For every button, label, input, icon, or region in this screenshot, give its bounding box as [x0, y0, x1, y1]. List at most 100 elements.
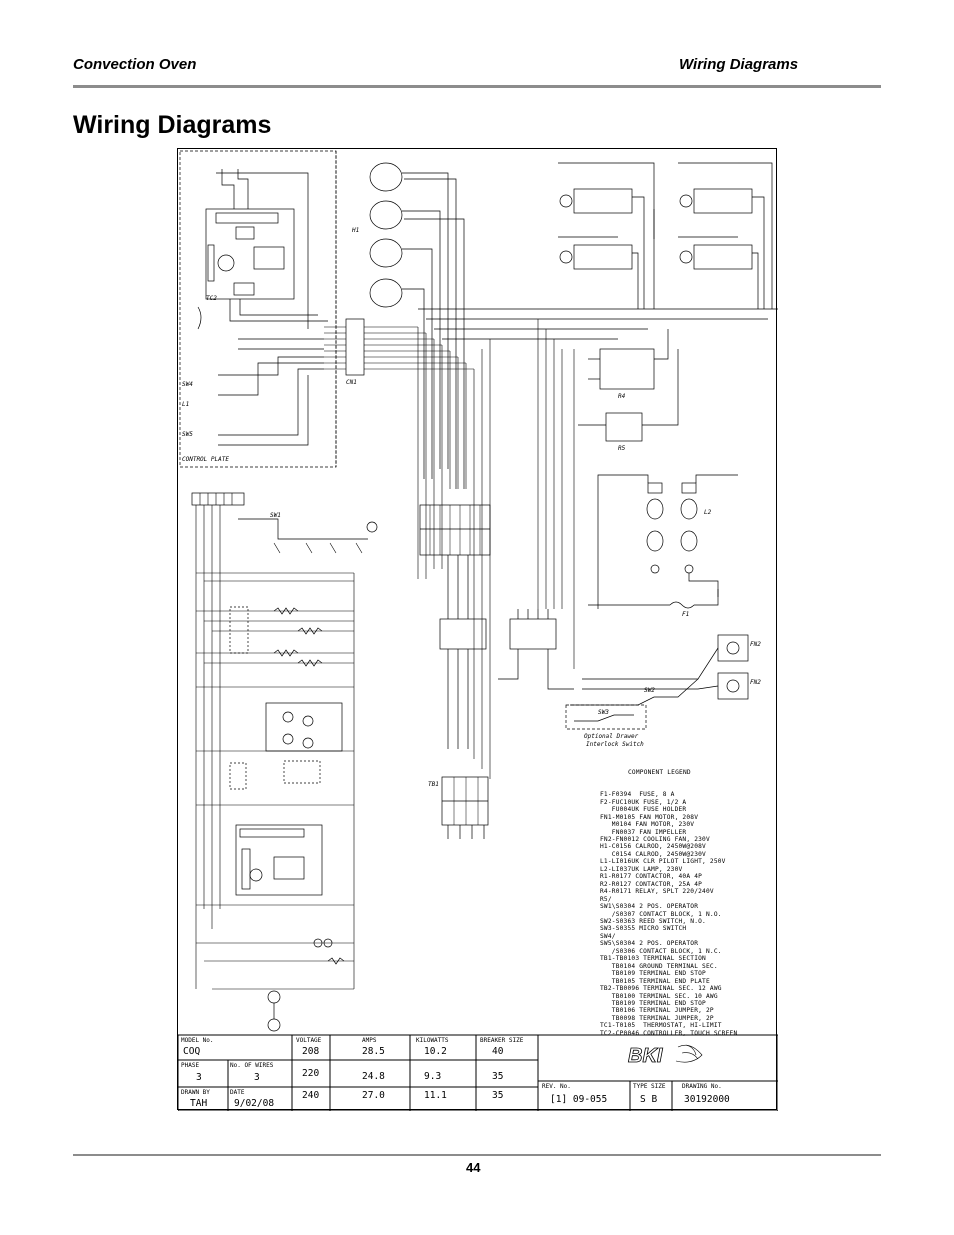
cn1-connector: [345, 318, 365, 376]
label-fn2-b: FN2: [750, 679, 761, 686]
legend-line: F1-F0394 FUSE, 8 A: [600, 791, 675, 799]
heater-element-3: [369, 238, 403, 268]
wiring-schematic: [179, 150, 778, 1063]
tb-wires-value: 3: [254, 1072, 260, 1083]
tb-row2-breaker: 35: [492, 1071, 504, 1082]
tb-model-label: MODEL No.: [181, 1037, 214, 1044]
heater-element-4: [369, 278, 403, 308]
label-sw2: SW2: [644, 687, 655, 694]
tb-drawn-value: TAH: [190, 1098, 208, 1109]
label-tc2: TC2: [206, 295, 217, 302]
label-f1: F1: [682, 611, 690, 618]
legend-line: FN2-FN0012 COOLING FAN, 230V: [600, 835, 710, 843]
legend-line: TC2-CP0046 CONTROLLER, TOUCH SCREEN: [600, 1029, 738, 1037]
label-sw1: SW1: [270, 512, 281, 519]
legend-line: TB1-TB0103 TERMINAL SECTION: [600, 955, 706, 963]
tb-row3-breaker: 35: [492, 1090, 504, 1101]
terminal-block-tb2: [419, 504, 491, 556]
fan-control-box: [265, 702, 343, 752]
label-r4: R4: [618, 393, 626, 400]
tb-date-value: 9/02/08: [234, 1098, 275, 1109]
legend-line: F2-FUC10UK FUSE, 1/2 A: [600, 798, 687, 806]
tb-row3-kw: 11.1: [424, 1090, 447, 1101]
tb-row3-voltage: 240: [302, 1090, 320, 1101]
label-cn1: CN1: [346, 379, 357, 386]
legend-line: TB0109 TERMINAL END STOP: [600, 999, 706, 1007]
legend-line: M0104 FAN MOTOR, 230V: [600, 821, 695, 829]
page-title: Wiring Diagrams: [73, 111, 272, 139]
label-l2: L2: [704, 509, 712, 516]
bki-logo-graphic: [675, 1044, 703, 1063]
legend-line: R1-R0177 CONTACTOR, 40A 4P: [600, 873, 703, 881]
tb-amps-label: AMPS: [362, 1037, 377, 1044]
legend-line: TC1-T0105 THERMOSTAT, HI-LIMIT: [600, 1022, 722, 1030]
bki-logo: BKI: [628, 1045, 663, 1068]
legend-line: L2-LI037UK LAMP, 230V: [600, 865, 683, 873]
control-plate-outline: [179, 150, 337, 468]
tb-rev-value: [1] 09-055: [550, 1094, 608, 1105]
tb-phase-value: 3: [196, 1072, 202, 1083]
label-control-plate: CONTROL PLATE: [182, 456, 229, 463]
legend-line: SW2-S0363 REED SWITCH, N.O.: [600, 917, 706, 925]
legend-line: /S0307 CONTACT BLOCK, 1 N.O.: [600, 910, 722, 918]
header-chapter-title: Wiring Diagrams: [679, 56, 799, 73]
tb-drawn-label: DRAWN BY: [181, 1089, 210, 1096]
legend-line: TB0109 TERMINAL END STOP: [600, 970, 706, 978]
tb-breaker-label: BREAKER SIZE: [480, 1037, 524, 1044]
header-divider: [73, 85, 881, 88]
heater-element-1: [369, 162, 403, 192]
tb-date-label: DATE: [230, 1089, 245, 1096]
tb-row1-breaker: 40: [492, 1046, 504, 1057]
header-section-title: Convection Oven: [73, 56, 197, 73]
fan-motor-group-right: [678, 162, 773, 309]
legend-line: TB0104 GROUND TERMINAL SEC.: [600, 962, 718, 970]
label-sw3: SW3: [598, 709, 609, 716]
fan-motor-group-left: [558, 162, 655, 309]
tb-row1-voltage: 208: [302, 1046, 320, 1057]
tb-phase-label: PHASE: [181, 1062, 200, 1069]
legend-line: L1-LI016UK CLR PILOT LIGHT, 250V: [600, 858, 726, 866]
label-fn2-a: FN2: [750, 641, 761, 648]
label-l1: L1: [182, 401, 190, 408]
optional-drawer-box: [565, 704, 647, 730]
label-h1: H1: [352, 227, 360, 234]
legend-line: SW1\S0304 2 POS. OPERATOR: [600, 903, 699, 911]
tb-row2-kw: 9.3: [424, 1071, 442, 1082]
label-tb1: TB1: [428, 781, 439, 788]
footer-divider: [73, 1154, 881, 1156]
tb-drawing-value: 30192000: [684, 1094, 730, 1105]
legend-line: SW4/: [600, 932, 616, 940]
tc2-controller-top: [205, 208, 295, 300]
legend-line: R2-R0127 CONTACTOR, 25A 4P: [600, 880, 703, 888]
tc2-controller-lower: [235, 824, 323, 896]
tb-model-value: COQ: [183, 1046, 201, 1057]
tb-row1-amps: 28.5: [362, 1046, 385, 1057]
legend-line: H1-C0156 CALROD, 2450W@208V: [600, 843, 706, 851]
label-r5: R5: [618, 445, 626, 452]
legend-line: FU004UK FUSE HOLDER: [600, 806, 687, 814]
legend-line: TB0106 TERMINAL JUMPER, 2P: [600, 1007, 714, 1015]
legend-line: TB2-TB0096 TERMINAL SEC. 12 AWG: [600, 985, 722, 993]
tb-row3-amps: 27.0: [362, 1090, 385, 1101]
cooling-fan-1: [717, 634, 749, 662]
tb-type-label: TYPE SIZE: [633, 1083, 666, 1090]
legend-line: FN1-M0105 FAN MOTOR, 208V: [600, 813, 699, 821]
label-interlock-switch: Interlock Switch: [586, 741, 644, 748]
tb-wires-label: No. OF WIRES: [230, 1062, 274, 1069]
relay-r5: [605, 412, 643, 442]
label-sw5: SW5: [182, 431, 193, 438]
label-optional-drawer: Optional Drawer: [584, 733, 639, 740]
legend-title: COMPONENT LEGEND: [628, 768, 691, 776]
legend-line: R4-R0171 RELAY, SPLT 220/240V: [600, 888, 714, 896]
legend-line: FN0037 FAN IMPELLER: [600, 828, 687, 836]
legend-line: TB0100 TERMINAL SEC. 10 AWG: [600, 992, 718, 1000]
legend-line: TB0105 TERMINAL END PLATE: [600, 977, 710, 985]
legend-line: SW3-S0355 MICRO SWITCH: [600, 925, 687, 933]
cooling-fan-2: [717, 672, 749, 700]
label-sw4: SW4: [182, 381, 193, 388]
lamp-l2: [597, 474, 738, 609]
legend-line: R5/: [600, 895, 612, 903]
legend-line: /S0306 CONTACT BLOCK, 1 N.C.: [600, 947, 722, 955]
